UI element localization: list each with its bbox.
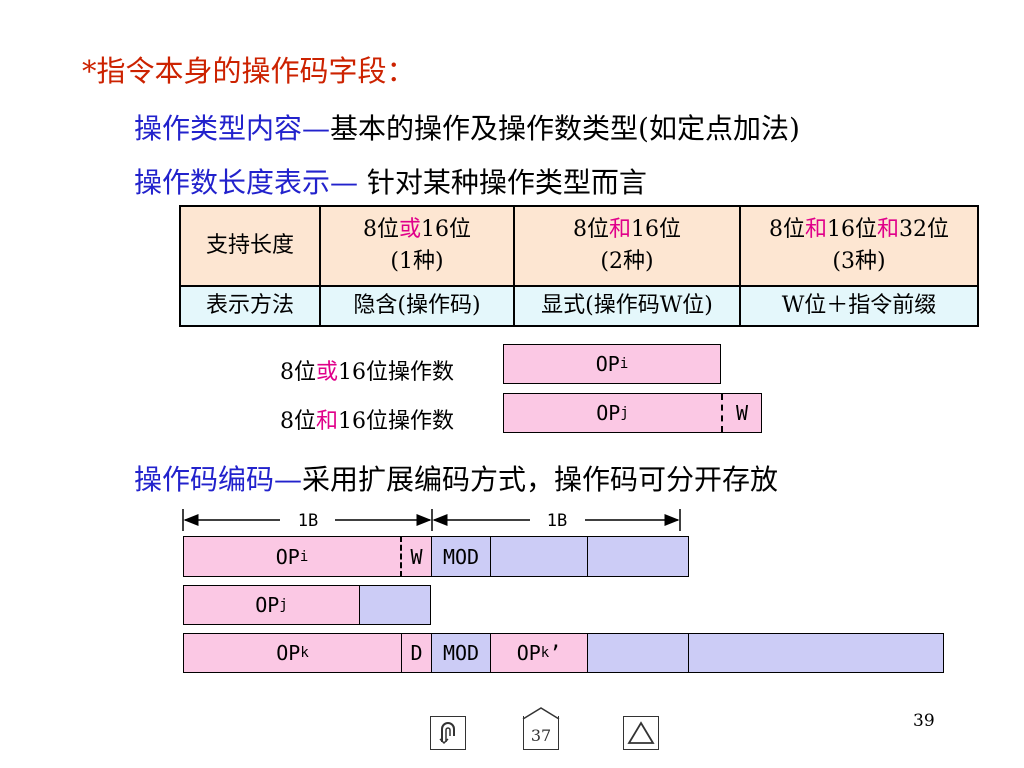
method-cell-3: W位＋指令前缀	[739, 285, 979, 327]
length-row: 支持长度 8位或16位 (1种) 8位和16位 (2种) 8位和16位和32位 …	[179, 205, 979, 287]
ex1-op: OP	[595, 352, 620, 376]
ruler-label-1: 1B	[298, 511, 318, 531]
line-operand-length: 操作数长度表示— 针对某种操作类型而言	[134, 161, 647, 201]
ex2-w-field: W	[721, 394, 761, 432]
fmt2-op: OP	[255, 593, 280, 617]
fmt1-field-b	[587, 536, 689, 577]
operand-length-label: 操作数长度表示—	[134, 166, 359, 199]
len3-a: 8位	[768, 217, 805, 242]
encoding-text: 采用扩展编码方式，操作码可分开存放	[302, 463, 779, 496]
house-roof-icon	[522, 707, 560, 720]
len3-d: (3种)	[832, 249, 886, 274]
fmt3-sub2: k	[540, 645, 550, 661]
fmt1-op: OP	[275, 544, 300, 569]
len2-c: 16位	[631, 217, 681, 242]
method-row: 表示方法 隐含(操作码) 显式(操作码W位) W位＋指令前缀	[179, 285, 979, 327]
fmt3-mod-field: MOD	[431, 633, 491, 673]
fmt3-op: OP	[276, 641, 301, 665]
example-2-label: 8位和16位操作数	[280, 403, 454, 435]
op-type-text: 基本的操作及操作数类型(如定点加法)	[330, 112, 800, 145]
len2-a: 8位	[572, 217, 609, 242]
fmt1-field-a	[490, 536, 588, 577]
length-table: 支持长度 8位或16位 (1种) 8位和16位 (2种) 8位和16位和32位 …	[179, 205, 979, 327]
fmt3-op2: OP	[516, 641, 541, 665]
line-op-type: 操作类型内容—基本的操作及操作数类型(如定点加法)	[134, 107, 800, 147]
page-number: 39	[913, 711, 935, 731]
fmt1-w-field: W	[400, 536, 432, 577]
ruler-label-2: 1B	[547, 511, 567, 531]
ex1-post: 16位操作数	[338, 360, 455, 385]
len3-b: 和	[804, 217, 827, 242]
len1-c: 16位	[421, 217, 471, 242]
fmt3-sub: k	[300, 645, 309, 661]
ex2-post: 16位操作数	[338, 409, 455, 434]
slide-heading: *指令本身的操作码字段：	[82, 54, 416, 88]
fmt2-field	[359, 585, 431, 625]
length-header: 支持长度	[179, 205, 321, 287]
return-icon-glyph	[439, 722, 455, 745]
return-icon[interactable]	[430, 716, 466, 750]
ex2-pre: 8位	[280, 409, 316, 434]
method-cell-1: 隐含(操作码)	[319, 285, 515, 327]
fmt3-d-field: D	[401, 633, 432, 673]
ex1-mid: 或	[316, 360, 339, 385]
len1-b: 或	[398, 217, 421, 242]
method-header: 表示方法	[179, 285, 321, 327]
fmt1-sub: i	[299, 548, 309, 565]
op-type-label: 操作类型内容—	[134, 112, 331, 145]
len2-d: (2种)	[600, 249, 654, 274]
triangle-up-icon[interactable]	[623, 716, 659, 750]
line-opcode-encoding: 操作码编码—采用扩展编码方式，操作码可分开存放	[134, 458, 778, 498]
ex1-pre: 8位	[280, 360, 316, 385]
len1-d: (1种)	[390, 249, 444, 274]
example-1-label: 8位或16位操作数	[280, 354, 454, 386]
operand-length-text: 针对某种操作类型而言	[358, 166, 647, 199]
length-cell-2: 8位和16位 (2种)	[513, 205, 741, 287]
len3-f: 32位	[899, 217, 950, 242]
page-jump-button[interactable]: 37	[522, 707, 560, 750]
fmt3-field-b	[688, 633, 944, 673]
len1-a: 8位	[362, 217, 399, 242]
len3-c: 16位	[827, 217, 877, 242]
fmt3-field-a	[587, 633, 689, 673]
len2-b: 和	[608, 217, 631, 242]
triangle-glyph	[627, 721, 655, 744]
page-jump-number: 37	[530, 726, 552, 745]
ex1-sub: i	[619, 356, 629, 372]
method-cell-2: 显式(操作码W位)	[513, 285, 741, 327]
ex2-mid: 和	[316, 409, 339, 434]
fmt1-mod-field: MOD	[431, 536, 491, 577]
length-cell-1: 8位或16位 (1种)	[319, 205, 515, 287]
byte-ruler: 1B 1B	[182, 509, 681, 531]
fmt2-sub: j	[279, 597, 288, 613]
fmt3-prime: ’	[549, 641, 562, 665]
ex2-sub: j	[620, 405, 629, 421]
len3-e: 和	[877, 217, 900, 242]
ex2-op: OP	[596, 401, 621, 425]
encoding-label: 操作码编码—	[134, 463, 303, 496]
length-cell-3: 8位和16位和32位 (3种)	[739, 205, 979, 287]
